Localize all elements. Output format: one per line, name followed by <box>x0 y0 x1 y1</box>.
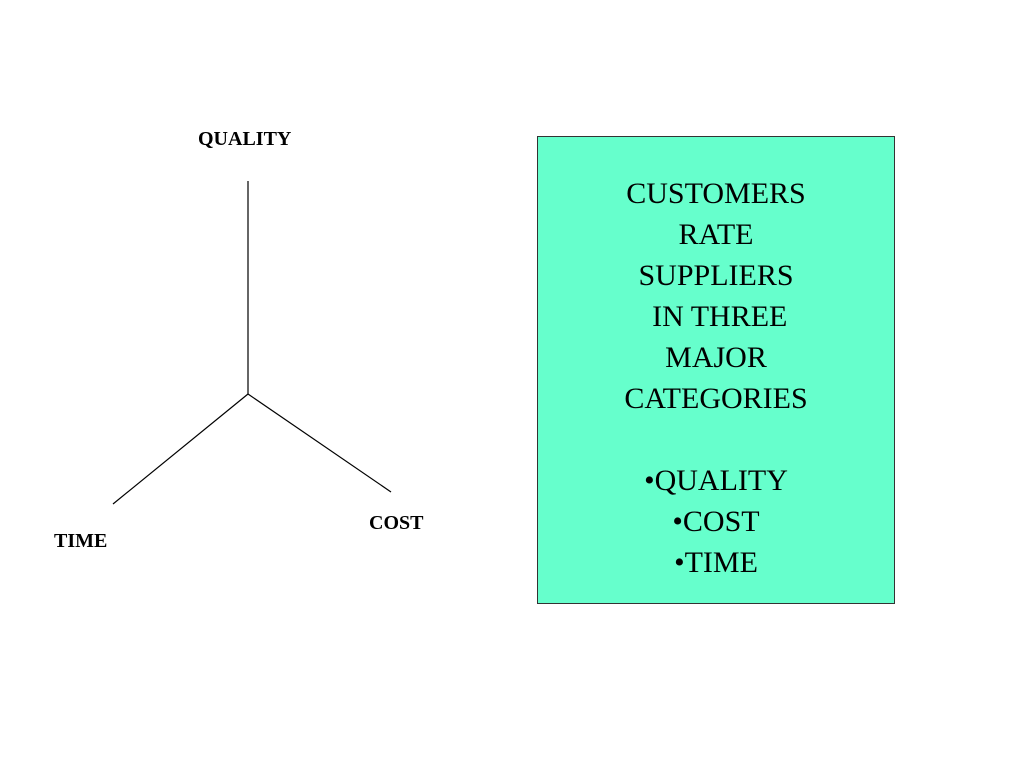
blank-line <box>538 419 894 460</box>
heading-line: IN THREE <box>644 300 788 333</box>
time-axis-line <box>112 393 249 505</box>
time-axis-label: TIME <box>54 530 108 552</box>
cost-axis-line <box>247 393 392 493</box>
bullet-item: •TIME <box>674 546 758 579</box>
heading-line: SUPPLIERS <box>638 259 794 292</box>
info-box-text: CUSTOMERS RATE SUPPLIERS IN THREE MAJOR … <box>538 173 894 583</box>
quality-axis-label: QUALITY <box>198 128 292 150</box>
heading-line: MAJOR <box>665 341 767 374</box>
heading-line: RATE <box>678 218 754 251</box>
bullet-item: •QUALITY <box>644 464 788 497</box>
categories-info-box: CUSTOMERS RATE SUPPLIERS IN THREE MAJOR … <box>537 136 895 604</box>
heading-line: CATEGORIES <box>624 382 808 415</box>
bullet-item: •COST <box>672 505 760 538</box>
heading-line: CUSTOMERS <box>626 177 806 210</box>
cost-axis-label: COST <box>369 512 424 534</box>
